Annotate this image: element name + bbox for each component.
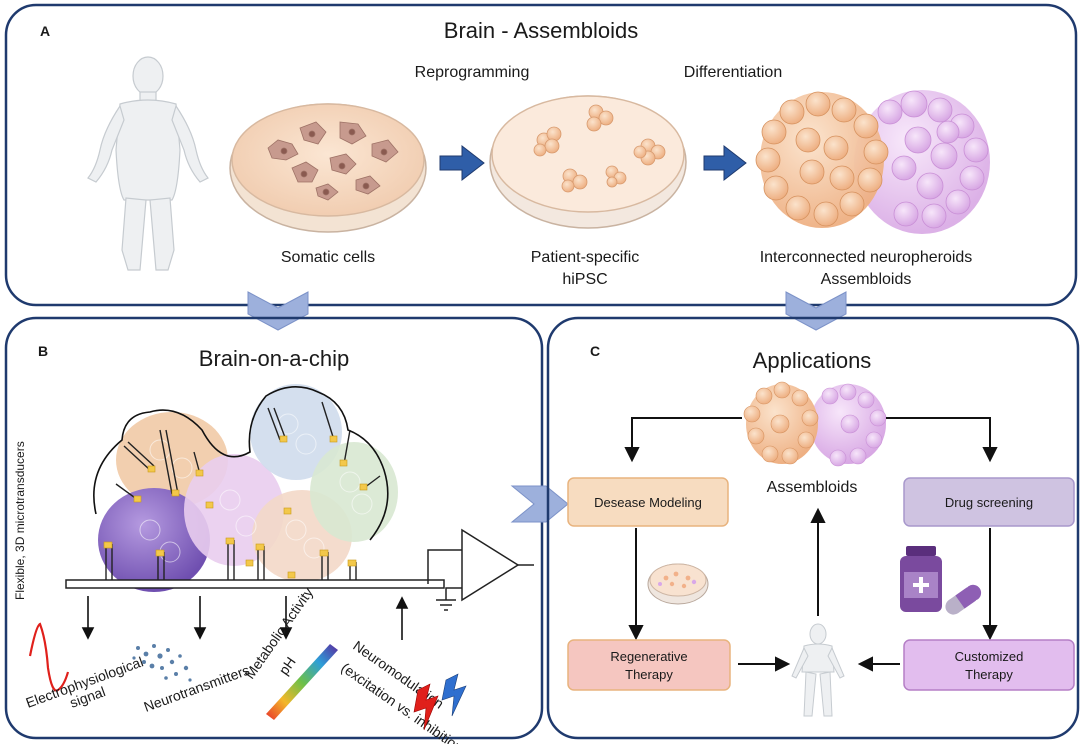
probe-tips: [103, 435, 368, 579]
chevron-down-icon-right: [785, 291, 847, 331]
panel-c-frame: [546, 316, 1080, 740]
patient-figure-icon: [791, 623, 845, 717]
small-petri-dish-icon: [647, 563, 709, 605]
microtransducer-probes: [105, 401, 381, 580]
assembloid-center-icon: [743, 381, 887, 467]
lightning-red-icon: [413, 683, 439, 731]
box-regen-line1: Regenerative: [610, 649, 687, 664]
label-assembloids-line2: Assembloids: [821, 271, 912, 288]
tissue-outline: [93, 386, 389, 541]
label-differentiation: Differentiation: [684, 64, 782, 81]
panel-c-title: Applications: [753, 348, 872, 373]
box-desease-modeling: Desease Modeling: [567, 477, 729, 527]
box-drug-label: Drug screening: [945, 495, 1033, 510]
box-desease-label: Desease Modeling: [594, 495, 702, 510]
box-customized-therapy: Customized Therapy: [903, 639, 1075, 691]
box-drug-screening: Drug screening: [903, 477, 1075, 527]
panel-a-letter: A: [40, 23, 50, 39]
label-assembloids-line1: Interconnected neuropheroids: [760, 249, 973, 266]
panel-b-side-label: Flexible, 3D microtransducers: [13, 441, 27, 600]
readout-neurotransmitters: Neurotransmitters: [142, 662, 252, 715]
petri-dish-somatic-icon: [229, 103, 427, 233]
box-custom-line2: Therapy: [965, 667, 1013, 682]
label-reprogramming: Reprogramming: [415, 64, 530, 81]
panel-c-letter: C: [590, 343, 600, 359]
arrow-reprogramming: [439, 144, 485, 182]
panel-b: B Brain-on-a-chip Flexible, 3D microtran…: [4, 316, 544, 744]
label-somatic-cells: Somatic cells: [281, 249, 375, 266]
pill-capsule-icon: [945, 584, 982, 615]
label-hipsc-line2: hiPSC: [562, 271, 607, 288]
chip-substrate: [65, 579, 445, 589]
chevron-right-icon: [510, 485, 569, 523]
neurotransmitter-dots-icon: [132, 644, 192, 682]
medicine-bottle-icon: [900, 546, 942, 612]
center-assembloids-label: Assembloids: [767, 479, 858, 496]
human-figure-icon: [87, 56, 209, 271]
panel-a-title: Brain - Assembloids: [444, 18, 638, 43]
panel-a-frame: [4, 3, 1078, 307]
ground-icon: [436, 599, 456, 611]
amplifier-icon: [427, 528, 534, 602]
box-custom-line1: Customized: [955, 649, 1024, 664]
arrow-differentiation: [703, 144, 747, 182]
assembloid-cluster-icon: [755, 90, 990, 234]
panel-a: A Brain - Assembloids: [4, 3, 1078, 307]
label-hipsc-line1: Patient-specific: [531, 249, 640, 266]
panel-b-title: Brain-on-a-chip: [199, 346, 349, 371]
lightning-blue-icon: [441, 673, 467, 717]
box-regen-line2: Therapy: [625, 667, 673, 682]
readout-metabolic-line2: pH: [275, 654, 298, 678]
ph-gradient-bar: [266, 644, 338, 720]
panel-b-letter: B: [38, 343, 48, 359]
petri-dish-hipsc-icon: [489, 95, 687, 229]
readout-arrows: [81, 596, 409, 640]
flow-arrows: [624, 417, 998, 672]
chevron-down-icon: [247, 291, 309, 331]
brain-tissue-regions: [93, 384, 398, 592]
panel-c: C Applications Assembloids: [546, 316, 1080, 740]
box-regenerative-therapy: Regenerative Therapy: [567, 639, 731, 691]
panel-b-frame: [4, 316, 544, 740]
spike-waveform-icon: [28, 622, 70, 692]
